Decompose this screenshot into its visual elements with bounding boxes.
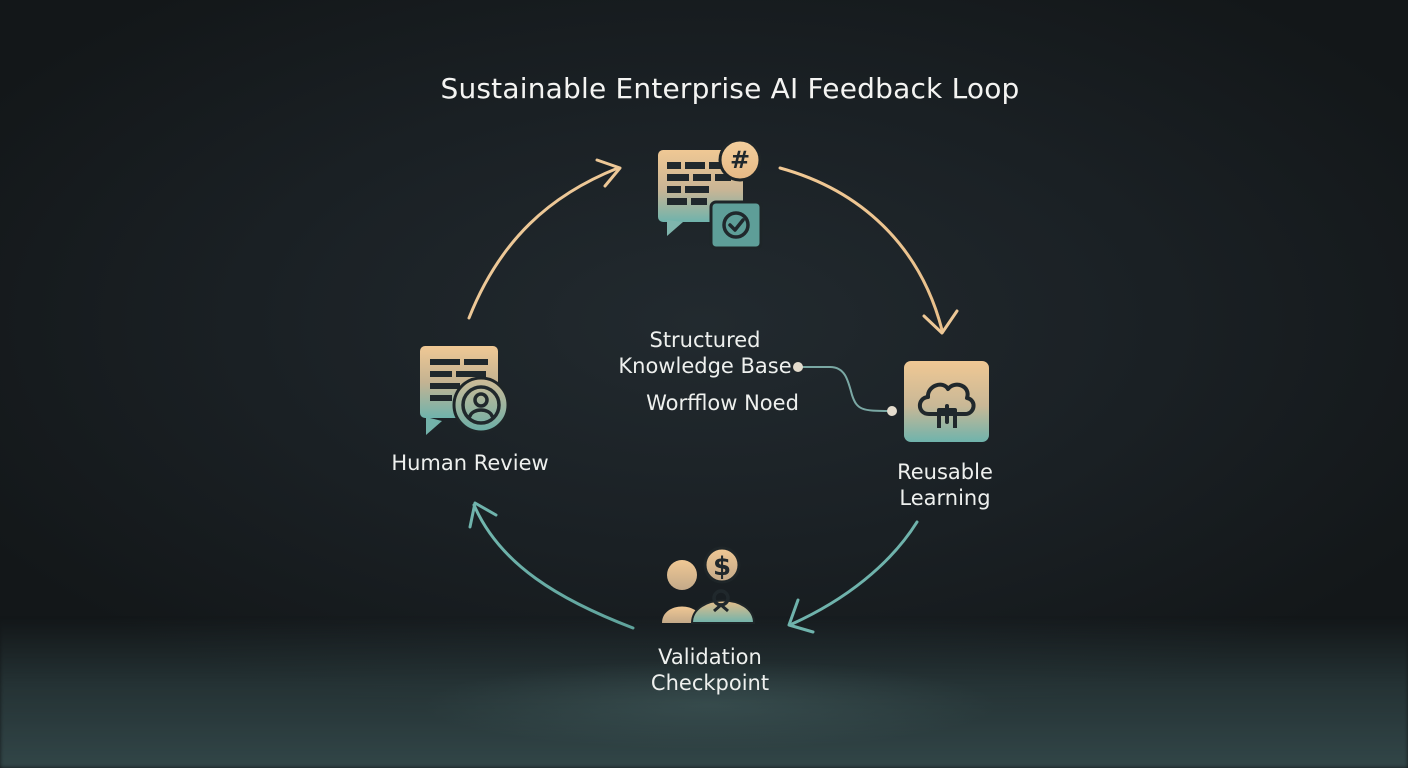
arc-review-to-knowledge — [467, 166, 620, 320]
cloud-upload-icon — [904, 361, 989, 442]
people-dollar-icon: $ — [662, 546, 756, 624]
validation-checkpoint-label: Validation Checkpoint — [620, 644, 800, 696]
diagram-title: Sustainable Enterprise AI Feedback Loop — [440, 72, 1020, 105]
arrowhead-right — [922, 309, 959, 335]
floor-glow — [420, 660, 1000, 750]
floor-gradient — [0, 618, 1408, 768]
center-knowledge-label: Structured Knowledge Base — [600, 327, 810, 379]
reusable-learning-label-line1: Reusable — [897, 460, 993, 484]
arrowhead-bottom-right — [787, 598, 815, 634]
center-label-line2: Knowledge Base — [618, 354, 792, 378]
arc-learning-to-validation — [790, 520, 919, 626]
center-workflow-label: Worfflow Noed — [646, 391, 799, 415]
connector-line — [797, 366, 891, 412]
connector-dot-end — [887, 406, 897, 416]
center-label-line1: Structured — [649, 328, 761, 352]
validation-checkpoint-label-line1: Validation — [658, 645, 762, 669]
connector-dot-start — [793, 362, 803, 372]
svg-text:$: $ — [713, 552, 731, 582]
table-hash-check-icon: # — [658, 140, 763, 250]
reusable-learning-label-line2: Learning — [899, 486, 991, 510]
arrowhead-left — [468, 501, 498, 529]
reusable-learning-label: Reusable Learning — [870, 459, 1020, 511]
svg-text:#: # — [730, 146, 750, 174]
review-table-user-icon — [420, 346, 510, 435]
arc-knowledge-to-learning — [778, 166, 944, 332]
arc-validation-to-review — [472, 503, 635, 630]
human-review-label: Human Review — [391, 451, 549, 475]
validation-checkpoint-label-line2: Checkpoint — [650, 671, 770, 695]
arrowhead-top-left — [595, 158, 622, 188]
